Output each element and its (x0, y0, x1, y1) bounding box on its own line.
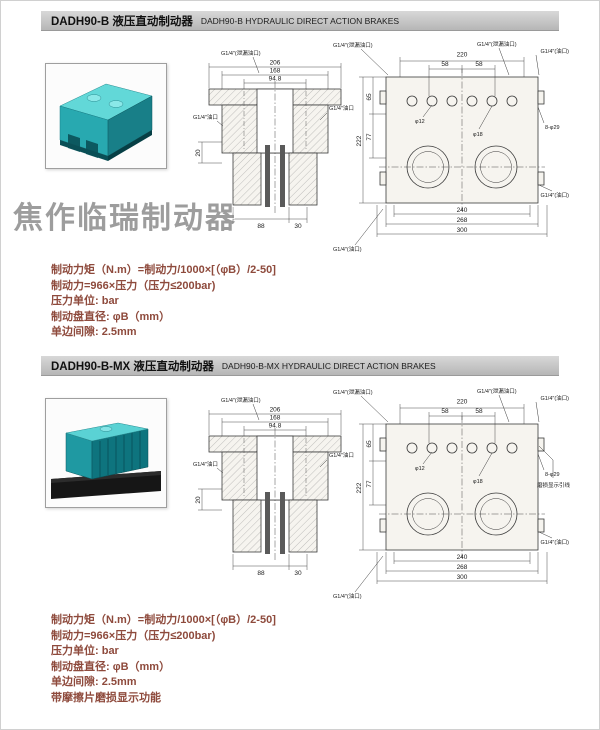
brake-product-illustration-1 (59, 83, 153, 161)
spec-line: 制动力矩（N.m）=制动力/1000×[（φB）/2-50] (51, 264, 276, 276)
dim-77: 77 (366, 133, 373, 141)
section1-title-cn: DADH90-B 液压直动制动器 (51, 15, 193, 28)
product-photo-2 (45, 398, 167, 508)
dim-88: 88 (257, 570, 265, 577)
dim-58a: 58 (441, 61, 449, 68)
oil-port-label-right: G1/4″(油口) (540, 191, 569, 199)
front-view-drawing-1: G1/4″(泄漏油口) 206 168 94.8 G1/4″油口 G1/4″油口… (193, 49, 354, 230)
dim-220: 220 (457, 399, 468, 406)
side-view-geometry (354, 47, 553, 246)
dim-168: 168 (270, 68, 281, 75)
bolt-holes-label: 8-φ29 (545, 125, 560, 131)
oil-port-label-right: G1/4″油口 (329, 451, 354, 459)
section2-title-cn: DADH90-B-MX 液压直动制动器 (51, 360, 214, 373)
oil-port-label-left: G1/4″油口 (193, 460, 218, 468)
front-view-drawing-2: G1/4″(泄漏油口) 206 168 94.8 G1/4″油口 G1/4″油口… (193, 396, 354, 577)
dim-94-8: 94.8 (269, 76, 282, 83)
oil-port-label-top-right: G1/4″(油口) (540, 394, 569, 402)
leak-port-label: G1/4″(泄漏油口) (221, 49, 261, 57)
oil-port-label-top-right: G1/4″(油口) (540, 47, 569, 55)
dim-88: 88 (257, 223, 265, 230)
dim-58a: 58 (441, 408, 449, 415)
spec-line: 压力单位: bar (51, 645, 119, 657)
dim-65: 65 (366, 440, 373, 448)
dim-206: 206 (270, 60, 281, 67)
hole-d12-label: φ12 (415, 119, 425, 125)
brake-product-illustration-2 (51, 422, 161, 499)
dim-300: 300 (457, 574, 468, 581)
oil-port-label-left: G1/4″油口 (193, 113, 218, 121)
front-view-geometry (198, 56, 342, 223)
leak-port-label: G1/4″(泄漏油口) (221, 396, 261, 404)
spec-line: 单边间隙: 2.5mm (51, 676, 137, 688)
section1-title-en: DADH90-B HYDRAULIC DIRECT ACTION BRAKES (200, 15, 400, 26)
dim-30: 30 (294, 223, 302, 230)
dim-58b: 58 (475, 408, 483, 415)
side-view-labels: G1/4″(泄漏油口) G1/4″(泄漏油口) G1/4″(油口) 220 58… (333, 40, 569, 253)
dim-20: 20 (195, 149, 202, 157)
dim-268: 268 (457, 217, 468, 224)
spec-line: 制动力=966×压力（压力≤200bar) (51, 629, 216, 642)
spec-line: 带摩擦片磨损显示功能 (51, 691, 161, 704)
watermark-text: 焦作临瑞制动器 (13, 202, 237, 235)
bolt-holes-label: 8-φ29 (545, 472, 560, 478)
dim-77: 77 (366, 480, 373, 488)
side-view-labels: G1/4″(泄漏油口) G1/4″(泄漏油口) G1/4″(油口) 220 58… (333, 387, 570, 600)
oil-port-label-bottom: G1/4″(油口) (333, 245, 362, 253)
dim-65: 65 (366, 93, 373, 101)
hole-d18-label: φ18 (473, 132, 483, 138)
section1-header: DADH90-B 液压直动制动器 DADH90-B HYDRAULIC DIRE… (41, 11, 559, 31)
dim-240: 240 (457, 207, 468, 214)
leak-port-label-right: G1/4″(泄漏油口) (477, 40, 517, 48)
oil-port-label-bottom: G1/4″(油口) (333, 592, 362, 600)
dim-268: 268 (457, 564, 468, 571)
section1-specs: 制动力矩（N.m）=制动力/1000×[（φB）/2-50] 制动力=966×压… (51, 263, 276, 341)
spec-line: 制动盘直径: φB（mm） (51, 310, 171, 323)
dim-94-8: 94.8 (269, 423, 282, 430)
spec-line: 制动力矩（N.m）=制动力/1000×[（φB）/2-50] (51, 614, 276, 626)
spec-line: 压力单位: bar (51, 295, 119, 307)
leak-port-label-left: G1/4″(泄漏油口) (333, 41, 373, 49)
dim-222: 222 (356, 135, 363, 146)
dim-30: 30 (294, 570, 302, 577)
section2-specs: 制动力矩（N.m）=制动力/1000×[（φB）/2-50] 制动力=966×压… (51, 613, 276, 706)
dim-206: 206 (270, 407, 281, 414)
front-view-labels: G1/4″(泄漏油口) 206 168 94.8 G1/4″油口 G1/4″油口… (193, 396, 354, 577)
dim-222: 222 (356, 482, 363, 493)
hole-d18-label: φ18 (473, 479, 483, 485)
side-view-drawing-1: G1/4″(泄漏油口) G1/4″(泄漏油口) G1/4″(油口) 220 58… (333, 40, 569, 253)
dim-220: 220 (457, 52, 468, 59)
hole-d12-label: φ12 (415, 466, 425, 472)
front-view-labels: G1/4″(泄漏油口) 206 168 94.8 G1/4″油口 G1/4″油口… (193, 49, 354, 230)
wear-indicator-label: 磨损显示引线 (537, 481, 571, 489)
oil-port-label-right: G1/4″油口 (329, 104, 354, 112)
dim-168: 168 (270, 415, 281, 422)
front-view-geometry (198, 403, 342, 570)
section2-title-en: DADH90-B-MX HYDRAULIC DIRECT ACTION BRAK… (221, 360, 436, 371)
dim-240: 240 (457, 554, 468, 561)
leak-port-label-left: G1/4″(泄漏油口) (333, 388, 373, 396)
side-view-drawing-2: G1/4″(泄漏油口) G1/4″(泄漏油口) G1/4″(油口) 220 58… (333, 387, 570, 600)
section2-header: DADH90-B-MX 液压直动制动器 DADH90-B-MX HYDRAULI… (41, 356, 559, 376)
oil-port-label-right: G1/4″(油口) (540, 538, 569, 546)
wear-indicator-lead (538, 445, 554, 478)
spec-line: 单边间隙: 2.5mm (51, 326, 137, 338)
leak-port-label-right: G1/4″(泄漏油口) (477, 387, 517, 395)
product-photo-1 (45, 63, 167, 169)
spec-line: 制动盘直径: φB（mm） (51, 660, 171, 673)
spec-line: 制动力=966×压力（压力≤200bar) (51, 279, 216, 292)
side-view-geometry (354, 394, 554, 593)
dim-20: 20 (195, 496, 202, 504)
dim-300: 300 (457, 227, 468, 234)
dim-58b: 58 (475, 61, 483, 68)
